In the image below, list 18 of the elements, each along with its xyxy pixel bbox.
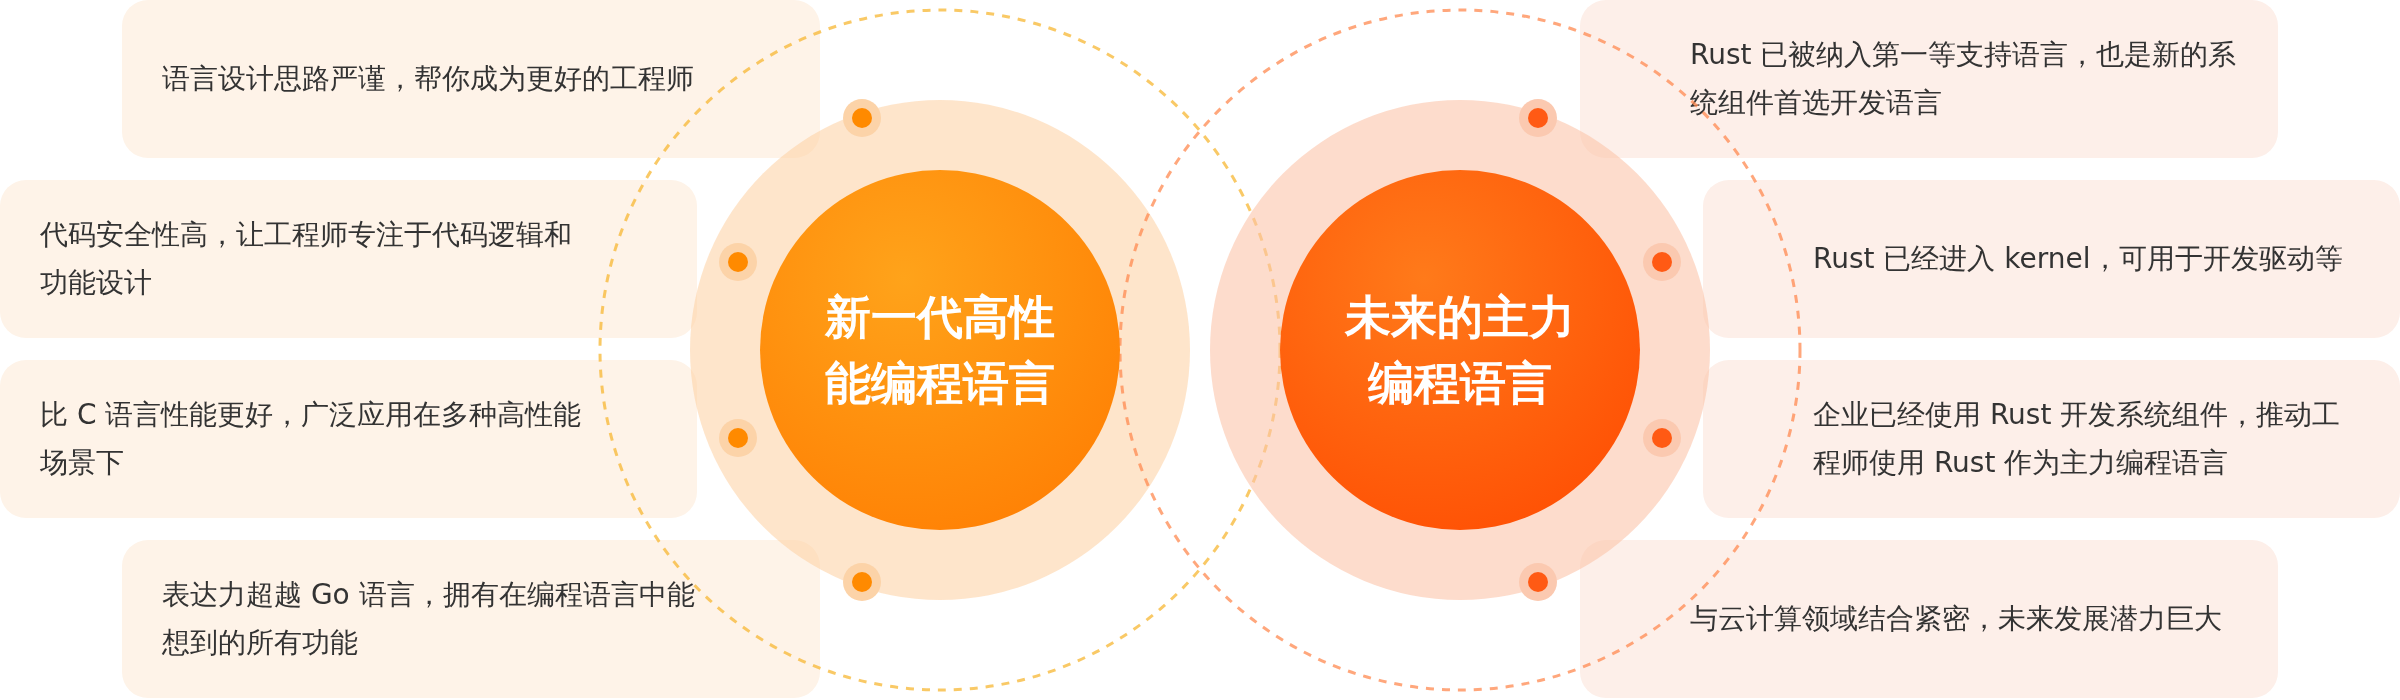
text-card (0, 360, 697, 518)
card-text: 语言设计思路严谨，帮你成为更好的工程师 (162, 61, 694, 97)
text-card (1580, 540, 2278, 698)
text-card (1703, 180, 2400, 338)
circle-title: 新一代高性能编程语言 (824, 289, 1056, 412)
text-card (1703, 360, 2400, 518)
card-text: Rust 已经进入 kernel，可用于开发驱动等 (1813, 241, 2343, 277)
card-text: 与云计算领域结合紧密，未来发展潜力巨大 (1690, 601, 2222, 637)
card-text: 企业已经使用 Rust 开发系统组件，推动工程师使用 Rust 作为主力编程语言 (1813, 397, 2342, 481)
text-card (122, 0, 820, 158)
text-card (122, 540, 820, 698)
text-card (0, 180, 697, 338)
card-text: 代码安全性高，让工程师专注于代码逻辑和功能设计 (40, 217, 573, 301)
text-card (1580, 0, 2278, 158)
circle-title: 未来的主力编程语言 (1343, 289, 1576, 412)
card-text: 比 C 语言性能更好，广泛应用在多种高性能场景下 (40, 397, 583, 481)
card-text: Rust 已被纳入第一等支持语言，也是新的系统组件首选开发语言 (1690, 37, 2238, 121)
card-text: 表达力超越 Go 语言，拥有在编程语言中能想到的所有功能 (162, 577, 696, 661)
